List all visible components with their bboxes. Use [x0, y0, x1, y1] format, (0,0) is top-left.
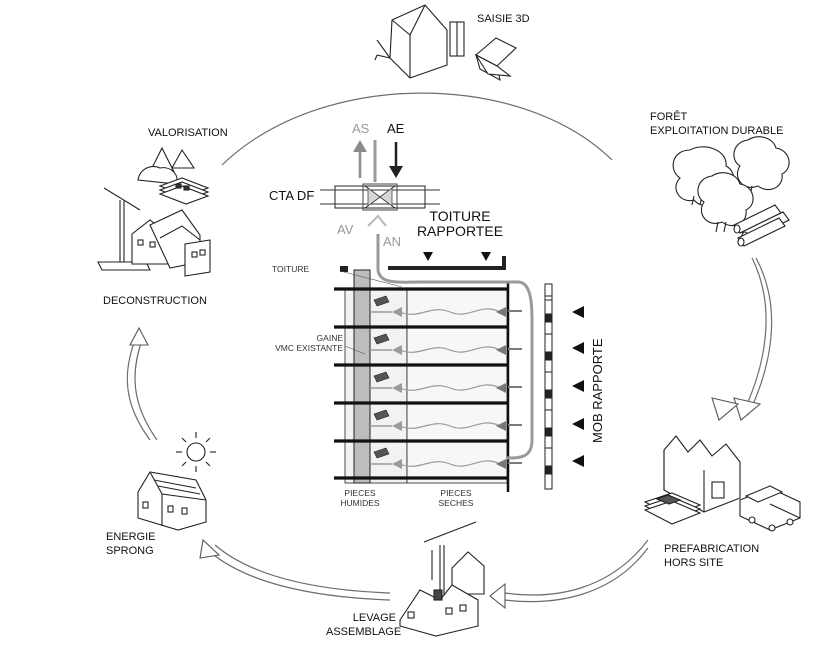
supply-duct	[373, 140, 534, 460]
stage-levage: LEVAGE ASSEMBLAGE	[326, 611, 402, 639]
toiture-rapportee-line1: TOITURE	[429, 208, 491, 224]
arc-bottom-left-b	[209, 551, 391, 601]
leader-lines	[339, 270, 403, 355]
stage-prefabrication: PREFABRICATION HORS SITE	[664, 542, 759, 570]
air-flows	[399, 308, 501, 467]
arc-right-inner	[741, 257, 767, 416]
pieces-seches-line2: SECHES	[438, 498, 474, 508]
forest-icon	[672, 136, 790, 247]
arc-left	[126, 339, 151, 441]
flow-arrowheads	[392, 307, 506, 469]
building-section	[334, 140, 553, 492]
stage-saisie-3d: SAISIE 3D	[477, 13, 530, 25]
an-label: AN	[383, 234, 402, 249]
factory-icon	[643, 435, 801, 532]
extract-streams	[370, 311, 392, 465]
gaine-vmc	[353, 269, 371, 484]
sun-icon	[176, 432, 216, 472]
arc-bottom-right	[504, 539, 649, 596]
floor-slabs	[334, 287, 508, 480]
extract-connectors	[508, 310, 522, 464]
extract-grilles	[373, 295, 390, 459]
cycle-arcs	[126, 92, 773, 603]
stage-foret: FORÊT EXPLOITATION DURABLE	[650, 110, 783, 138]
toiture-rapportee-label: TOITURE RAPPORTEE	[414, 209, 506, 239]
arrowhead-energie	[199, 538, 221, 559]
stage-prefabrication-line1: PREFABRICATION	[664, 543, 760, 555]
pieces-seches-label: PIECES SECHES	[421, 488, 491, 508]
stage-levage-line1: LEVAGE	[352, 612, 396, 624]
pieces-humides-label: PIECES HUMIDES	[325, 488, 395, 508]
stage-valorisation: VALORISATION	[148, 127, 228, 139]
gaine-line2: VMC EXISTANTE	[275, 343, 343, 353]
rapporte-markers	[423, 252, 584, 467]
gaine-label: GAINE VMC EXISTANTE	[274, 333, 343, 353]
stage-energie: ENERGIE SPRONG	[106, 530, 156, 558]
cycle-arrowheads	[129, 326, 762, 610]
pieces-humides-line1: PIECES	[344, 488, 376, 498]
deconstruction-icon	[97, 187, 211, 277]
mob-rapporte-label: MOB RAPPORTE	[590, 338, 605, 443]
ae-label: AE	[387, 121, 405, 136]
arrowhead-prefab-2	[711, 397, 740, 421]
arc-top	[221, 92, 613, 166]
arc-bottom-left	[214, 544, 391, 594]
cta-unit	[320, 183, 440, 211]
stage-foret-line1: FORÊT	[650, 111, 688, 123]
stage-prefabrication-line2: HORS SITE	[664, 557, 724, 569]
arc-right-outer	[747, 257, 773, 416]
arrowhead-prefab	[733, 397, 762, 421]
cta-df-label: CTA DF	[269, 188, 315, 203]
gaine-line1: GAINE	[316, 333, 343, 343]
toiture-rapportee-slab	[388, 256, 506, 270]
pieces-humides-line2: HUMIDES	[340, 498, 380, 508]
stage-energie-line1: ENERGIE	[106, 531, 156, 543]
av-label: AV	[337, 222, 354, 237]
toiture-rapportee-line2: RAPPORTEE	[416, 223, 504, 239]
stage-levage-line2: ASSEMBLAGE	[326, 626, 402, 638]
as-label: AS	[352, 121, 370, 136]
levage-icon	[399, 521, 485, 637]
arc-bottom-right-b	[504, 547, 649, 603]
stage-energie-line2: SPRONG	[106, 545, 154, 557]
arrowhead-deconstruction	[129, 326, 149, 346]
as-ae-arrows	[353, 140, 403, 178]
pieces-seches-line1: PIECES	[440, 488, 472, 498]
arrowhead-levage	[489, 582, 506, 610]
valorisation-icon	[137, 146, 210, 205]
saisie-3d-icon	[374, 4, 517, 82]
stage-deconstruction: DECONSTRUCTION	[103, 295, 207, 307]
stage-foret-line2: EXPLOITATION DURABLE	[650, 125, 784, 137]
arc-left-b	[134, 339, 158, 441]
energy-house-icon	[137, 471, 207, 531]
mob-panel	[544, 283, 553, 490]
toiture-label: TOITURE	[272, 264, 310, 274]
